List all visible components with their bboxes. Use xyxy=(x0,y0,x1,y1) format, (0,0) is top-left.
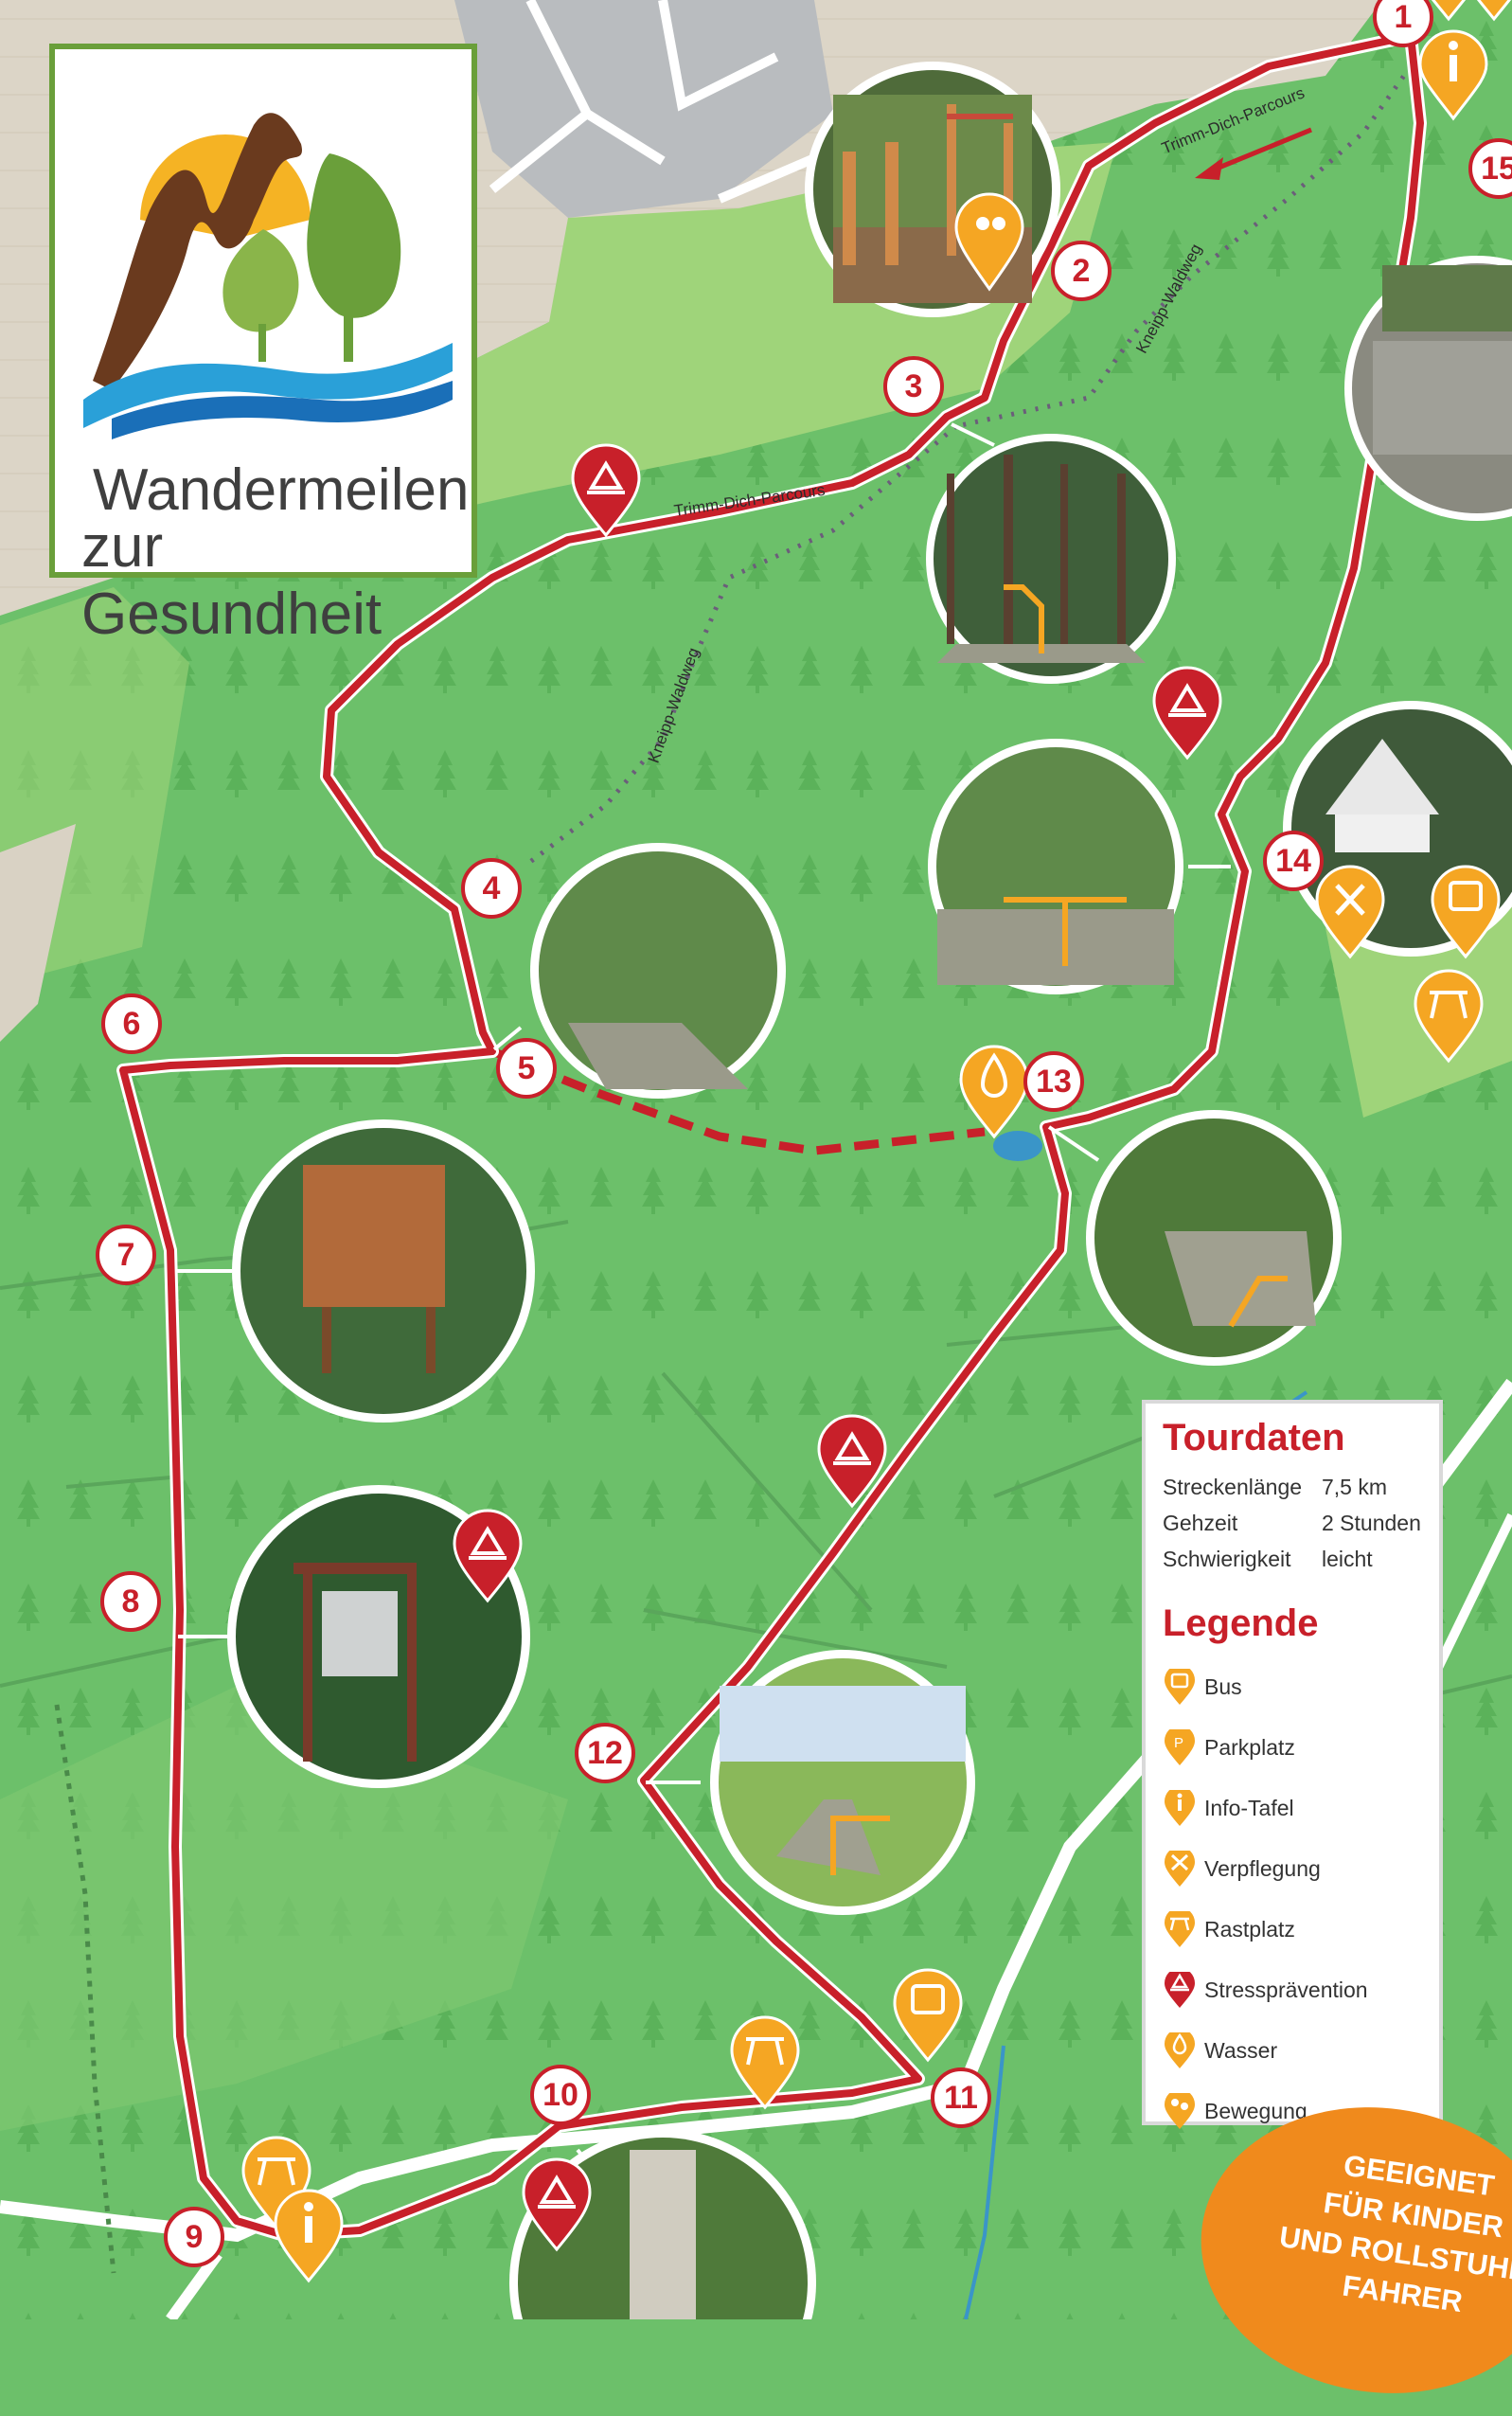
photo-10-field-path xyxy=(710,1650,975,1915)
legend-item-info: Info-Tafel xyxy=(1163,1786,1294,1828)
poi-bus-1 xyxy=(1431,865,1501,959)
legend-item-parking: P Parkplatz xyxy=(1163,1726,1295,1767)
legend-item-food: Verpflegung xyxy=(1163,1847,1321,1888)
legend-item-stress: Stressprävention xyxy=(1163,1968,1368,2010)
photo-4-forest-crossing xyxy=(928,739,1183,994)
stop-marker-1: 1 xyxy=(1373,0,1433,47)
pale-field xyxy=(0,824,76,1042)
stop-marker-2: 2 xyxy=(1051,241,1112,301)
footprints-icon xyxy=(1165,2089,1195,2129)
stop-marker-9: 9 xyxy=(164,2207,224,2267)
tour-info-panel: Tourdaten Streckenlänge 7,5 km Gehzeit 2… xyxy=(1142,1400,1443,2129)
tour-row-label: Schwierigkeit xyxy=(1163,1547,1291,1571)
logo-title-line2: zur Gesundheit xyxy=(81,514,382,647)
legend-label: Rastplatz xyxy=(1204,1917,1295,1942)
photo-8-insect-hotel xyxy=(232,1119,535,1423)
legende-title: Legende xyxy=(1163,1602,1319,1644)
photo-9-chimes xyxy=(227,1485,530,1788)
legend-label: Verpflegung xyxy=(1204,1856,1321,1881)
poi-bus-2 xyxy=(893,1968,963,2063)
stop-marker-12: 12 xyxy=(575,1723,635,1783)
photo-7-path-right xyxy=(1086,1110,1342,1366)
meadow-bottom xyxy=(0,1686,568,2131)
stop-marker-5: 5 xyxy=(496,1038,557,1099)
stop-marker-6: 6 xyxy=(101,993,162,1054)
legend-item-rest: Rastplatz xyxy=(1163,1907,1295,1949)
stop-marker-3: 3 xyxy=(883,356,944,417)
legend-item-water: Wasser xyxy=(1163,2029,1277,2070)
built-area-roads xyxy=(489,0,854,204)
poi-stress-4 xyxy=(453,1509,523,1603)
legend-label: Stressprävention xyxy=(1204,1978,1368,2002)
poi-info-bottom xyxy=(274,2189,344,2283)
logo-title-line1: Wandermeilen xyxy=(93,457,470,523)
food-icon xyxy=(1165,1847,1195,1887)
tour-row-value: 2 Stunden xyxy=(1322,1511,1421,1535)
tourdaten-title: Tourdaten xyxy=(1163,1417,1345,1459)
poi-fitness-pin xyxy=(954,192,1024,292)
svg-text:P: P xyxy=(1174,1735,1183,1751)
built-area xyxy=(454,0,833,218)
poi-info-top xyxy=(1418,29,1488,121)
poi-stress-1 xyxy=(571,443,641,538)
poi-pin-layer xyxy=(241,0,1512,2283)
photo-2-forest-path xyxy=(926,434,1176,684)
stop-marker-14: 14 xyxy=(1263,831,1324,891)
photo-6-path-bend xyxy=(530,843,786,1099)
poi-rest-1 xyxy=(1414,969,1484,1064)
kneipp-path-lower xyxy=(528,424,958,864)
legend-label: Wasser xyxy=(1204,2038,1278,2063)
logo-graphic xyxy=(83,113,453,439)
direction-arrow xyxy=(1211,127,1312,173)
pond xyxy=(993,1131,1042,1161)
tour-row-value: leicht xyxy=(1322,1547,1373,1571)
poi-food-pin xyxy=(1315,865,1385,959)
stop-marker-8: 8 xyxy=(100,1571,161,1632)
tour-row-label: Streckenlänge xyxy=(1163,1475,1303,1499)
stop-marker-10: 10 xyxy=(530,2065,591,2125)
legend-label: Parkplatz xyxy=(1204,1735,1295,1760)
stop-marker-13: 13 xyxy=(1023,1051,1084,1112)
bus-icon xyxy=(1165,1665,1195,1705)
tour-row-value: 7,5 km xyxy=(1322,1475,1388,1499)
rest-area-icon xyxy=(1165,1907,1195,1947)
water-icon xyxy=(1165,2029,1195,2068)
legend-item-bus: Bus xyxy=(1163,1665,1242,1707)
poi-water-pin xyxy=(959,1045,1029,1139)
stop-marker-15: 15 xyxy=(1468,138,1512,199)
tour-row-label: Gehzeit xyxy=(1163,1511,1238,1535)
stop-marker-4: 4 xyxy=(461,858,522,919)
legend-label: Bus xyxy=(1204,1674,1242,1699)
meditation-icon xyxy=(1165,1968,1195,2008)
poi-stress-2 xyxy=(1152,666,1222,761)
photo-3-kneipp-basin xyxy=(1344,256,1512,521)
poi-stress-5 xyxy=(522,2157,592,2252)
poi-stress-3 xyxy=(817,1414,887,1509)
stop-marker-7: 7 xyxy=(96,1225,156,1285)
white-road-2 xyxy=(166,2250,222,2319)
legend-label: Info-Tafel xyxy=(1204,1796,1294,1820)
direction-arrow-head xyxy=(1195,157,1223,180)
stop-marker-11: 11 xyxy=(931,2067,991,2128)
legend-label: Bewegung xyxy=(1204,2099,1307,2123)
info-icon xyxy=(1165,1786,1195,1826)
legend-item-movement: Bewegung xyxy=(1163,2089,1307,2131)
route-dashed-segment xyxy=(490,1047,986,1155)
poi-rest-2 xyxy=(730,2015,800,2110)
parking-icon: P xyxy=(1165,1726,1195,1765)
poi-top-cluster xyxy=(1431,0,1512,22)
dotted-trail-left xyxy=(54,1704,116,2274)
logo-box: Wandermeilen zur Gesundheit xyxy=(49,44,477,647)
